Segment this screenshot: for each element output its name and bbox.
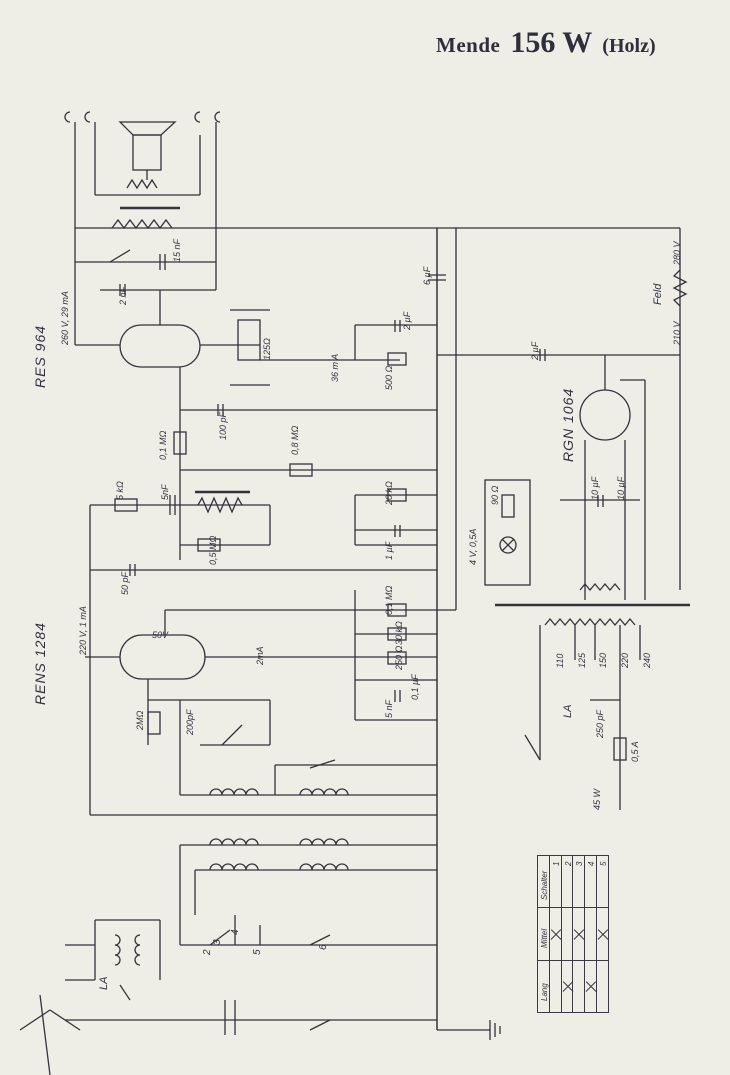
- label-switch-2: 2: [202, 949, 213, 955]
- label-res964-voltage: 260 V, 29 mA: [60, 291, 70, 345]
- switch-cell: [572, 907, 586, 961]
- label-tap-220: 220: [620, 652, 630, 668]
- switch-col-5: 5: [596, 854, 609, 909]
- label-tap-110: 110: [555, 653, 565, 668]
- label-tap-240: 240: [642, 652, 652, 668]
- label-res-5k: 5 kΩ: [115, 481, 125, 500]
- label-36ma: 36 m A: [330, 353, 340, 382]
- label-res-125: 125Ω: [262, 338, 272, 360]
- label-cap-15nf: 15 nF: [172, 238, 182, 262]
- tube-label-rens1284: RENS 1284: [32, 622, 48, 705]
- label-switch-5: 5: [252, 949, 263, 955]
- switch-cell: [596, 907, 609, 961]
- label-cap-5nf: 5nF: [160, 484, 170, 500]
- label-res-01m: 0,1 MΩ: [158, 430, 168, 460]
- label-field-coil: Feld: [652, 283, 664, 305]
- switch-cell: [584, 959, 598, 1014]
- switch-cell: [548, 907, 562, 961]
- title-model: 156 W: [510, 26, 593, 59]
- switch-cell: [560, 907, 574, 961]
- label-cap-250pf: 250 pF: [595, 709, 605, 738]
- label-res-90: 90 Ω: [490, 485, 500, 505]
- switch-col-4: 4: [584, 854, 598, 909]
- label-2ma: 2mA: [255, 646, 265, 665]
- label-switch-6: 6: [318, 944, 329, 950]
- title-variant: (Holz): [602, 35, 656, 57]
- switch-cell: [572, 959, 586, 1014]
- label-fuse: 0,5 A: [630, 741, 640, 762]
- label-cap-10uf-b: 10 µF: [616, 476, 626, 500]
- tube-label-rgn1064: RGN 1064: [560, 387, 576, 462]
- label-res-500: 500 Ω: [384, 365, 394, 390]
- label-50v: 50V: [152, 630, 169, 640]
- label-cap-6uf: 6 µF: [422, 266, 432, 285]
- label-cap-2uf-b: 2 µF: [530, 341, 540, 360]
- label-switch-3: 3: [212, 939, 223, 945]
- switch-cell: [548, 959, 562, 1014]
- switch-col-3: 3: [572, 854, 586, 909]
- label-cap-2nf: 2 nF: [118, 286, 128, 305]
- label-res-08m: 0,8 MΩ: [290, 425, 300, 455]
- label-cap-5nf-b: 5 nF: [384, 699, 394, 718]
- label-rens1284-voltage: 220 V, 1 mA: [78, 606, 88, 655]
- label-res-250: 250 Ω: [394, 645, 404, 670]
- switch-row-lang: Lang: [537, 959, 550, 1014]
- label-cap-2uf-a: 2 µF: [402, 311, 412, 330]
- label-res-05m: 0,5 MΩ: [208, 535, 218, 565]
- switch-cell: [560, 959, 574, 1014]
- label-cap-1uf: 1 µF: [384, 541, 394, 560]
- label-res-30k: 30 kΩ: [394, 621, 404, 645]
- label-4v: 4 V, 0,5A: [468, 528, 478, 565]
- switch-col-2: 2: [560, 854, 574, 909]
- label-cap-100pf: 100 pF: [218, 411, 228, 440]
- label-res-2m: 2MΩ: [135, 710, 145, 730]
- switch-table: Schalter 1 2 3 4 5 Mittel Lang: [537, 854, 609, 1014]
- label-res-01m-b: 0,1 MΩ: [384, 585, 394, 615]
- label-cap-01uf: 0,1 µF: [410, 674, 420, 700]
- switch-cell: [596, 959, 609, 1014]
- label-field-210: 210 V: [672, 321, 682, 345]
- page-title: Mende 156 W (Holz): [436, 26, 656, 60]
- switch-table-header: Schalter: [537, 854, 550, 909]
- label-switch-4: 4: [230, 929, 241, 935]
- label-la-left: LA: [98, 976, 110, 990]
- label-cap-50pf: 50 pF: [120, 571, 130, 595]
- label-la-right: LA: [562, 704, 574, 718]
- tube-label-res964: RES 964: [32, 324, 48, 388]
- label-field-280: 280 V: [672, 241, 682, 265]
- label-cap-200pf: 200pF: [185, 709, 195, 735]
- label-cap-10uf-a: 10 µF: [590, 476, 600, 500]
- switch-cell: [584, 907, 598, 961]
- label-power: 45 W: [592, 788, 602, 810]
- label-tap-150: 150: [598, 652, 608, 668]
- label-tap-125: 125: [577, 652, 587, 668]
- title-brand: Mende: [436, 33, 501, 57]
- speaker-symbol: [94, 121, 201, 196]
- switch-col-1: 1: [548, 854, 562, 909]
- switch-row-mittel: Mittel: [537, 907, 550, 961]
- label-res-20k: 20 kΩ: [384, 481, 394, 505]
